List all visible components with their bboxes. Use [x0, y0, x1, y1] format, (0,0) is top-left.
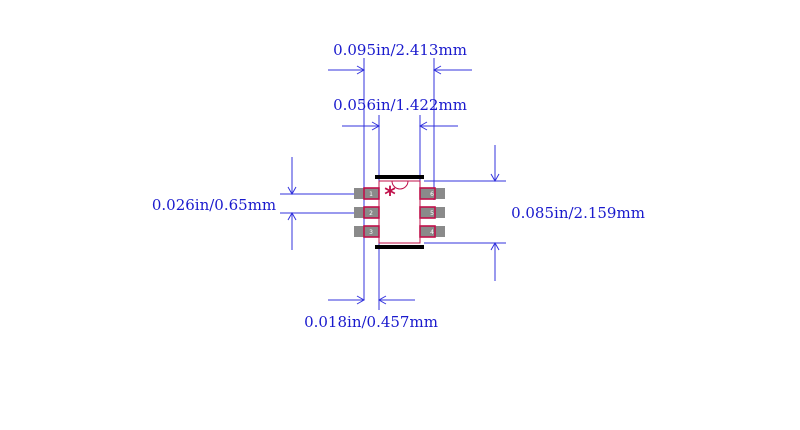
silkscreen-top: [375, 175, 424, 179]
body-length-dimension: 0.085in/2.159mm: [424, 145, 645, 281]
pitch-dimension: 0.026in/0.65mm: [152, 157, 364, 250]
pad-4: 4: [419, 225, 445, 238]
pin1-notch: [391, 180, 409, 190]
silkscreen-bottom: [375, 245, 424, 249]
svg-text:3: 3: [369, 229, 373, 236]
pin1-marker: *: [384, 183, 396, 208]
svg-text:4: 4: [430, 229, 434, 236]
lead-width-dimension: 0.018in/0.457mm: [304, 295, 438, 331]
svg-text:1: 1: [369, 191, 373, 198]
pad-6: 6: [419, 187, 445, 200]
body-width-dimension: 0.056in/1.422mm: [333, 96, 467, 310]
body-length-label: 0.085in/2.159mm: [511, 204, 645, 222]
overall-width-label: 0.095in/2.413mm: [333, 41, 467, 59]
overall-width-dimension: 0.095in/2.413mm: [328, 41, 472, 300]
pitch-label: 0.026in/0.65mm: [152, 196, 276, 214]
lead-width-label: 0.018in/0.457mm: [304, 313, 438, 331]
svg-text:6: 6: [430, 191, 434, 198]
svg-text:2: 2: [369, 210, 373, 217]
pad-3: 3: [354, 225, 380, 238]
package-body: *: [375, 175, 424, 249]
svg-text:5: 5: [430, 210, 434, 217]
pad-1: 1: [354, 187, 380, 200]
pad-2: 2: [354, 206, 380, 219]
pad-5: 5: [419, 206, 445, 219]
body-width-label: 0.056in/1.422mm: [333, 96, 467, 114]
